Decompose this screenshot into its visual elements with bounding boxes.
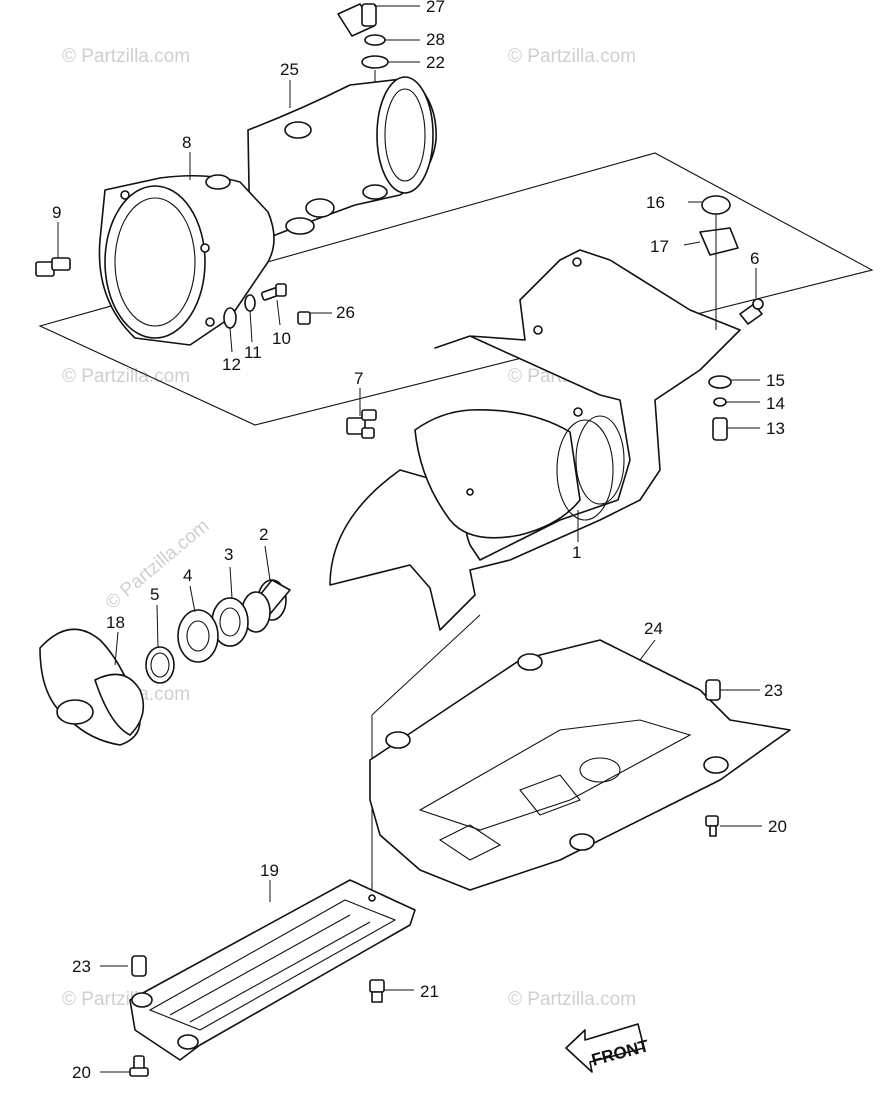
part-23-bolt — [131, 955, 147, 977]
part-20-bolt — [129, 1055, 149, 1077]
part-7-fitting — [346, 409, 377, 439]
part-20-bolt — [705, 815, 719, 837]
part-8-pump-housing — [98, 174, 275, 346]
callout-28: 28 — [426, 30, 445, 49]
callout-24: 24 — [644, 619, 663, 638]
callout-23: 23 — [764, 681, 783, 700]
callout-16: 16 — [646, 193, 665, 212]
callout-12: 12 — [222, 355, 241, 374]
watermark: © Partzilla.com — [62, 366, 190, 387]
part-15-washer — [708, 375, 732, 389]
callout-17: 17 — [650, 237, 669, 256]
callout-4: 4 — [183, 566, 192, 585]
callout-20: 20 — [768, 817, 787, 836]
part-11-washer — [244, 294, 256, 312]
callout-23: 23 — [72, 957, 91, 976]
assembly-plane-outline — [38, 152, 874, 426]
part-6-fitting — [739, 298, 764, 325]
part-16-grommet — [701, 195, 731, 215]
callout-15: 15 — [766, 371, 785, 390]
callout-labels: 27 28 22 25 8 9 26 10 11 12 16 17 6 15 1… — [52, 0, 787, 1082]
callout-11: 11 — [244, 343, 262, 362]
part-2-sleeve — [241, 579, 291, 633]
part-25-nozzle — [247, 76, 437, 246]
callout-3: 3 — [224, 545, 233, 564]
watermark: © Partzilla.com — [62, 46, 190, 67]
callout-10: 10 — [272, 329, 291, 348]
callout-27: 27 — [426, 0, 445, 16]
callout-1: 1 — [572, 543, 581, 562]
callout-20: 20 — [72, 1063, 91, 1082]
part-13-bolt — [712, 417, 728, 441]
part-5-circlip — [145, 646, 175, 684]
part-9-fitting — [35, 257, 71, 277]
part-14-washer — [713, 397, 727, 407]
callout-2: 2 — [259, 525, 268, 544]
part-27-bolt — [337, 3, 377, 37]
callout-5: 5 — [150, 585, 159, 604]
part-28-washer — [364, 34, 386, 46]
front-direction-arrow: FRONT — [565, 1023, 652, 1073]
callout-7: 7 — [354, 369, 363, 388]
part-24-ride-plate — [369, 639, 791, 891]
part-21-bolt — [369, 979, 385, 1003]
callout-22: 22 — [426, 53, 445, 72]
callout-14: 14 — [766, 394, 785, 413]
watermark: © Partzilla.com — [508, 989, 636, 1010]
part-23-bolt — [705, 679, 721, 701]
callout-13: 13 — [766, 419, 785, 438]
callout-9: 9 — [52, 203, 61, 222]
part-4-bearing — [177, 609, 219, 663]
callout-8: 8 — [182, 133, 191, 152]
part-10-bolt — [260, 283, 287, 301]
part-17-bracket — [699, 227, 739, 256]
part-12-washer — [223, 307, 237, 329]
part-22-washer — [361, 55, 389, 69]
part-18-impeller — [39, 628, 145, 746]
callout-6: 6 — [750, 249, 759, 268]
part-1-jet-case — [329, 249, 741, 631]
callout-18: 18 — [106, 613, 125, 632]
callout-25: 25 — [280, 60, 299, 79]
callout-26: 26 — [336, 303, 355, 322]
callout-21: 21 — [420, 982, 439, 1001]
watermark: © Partzilla.com — [508, 46, 636, 67]
part-19-intake-grate — [129, 879, 416, 1061]
part-26-bolt — [297, 311, 311, 325]
callout-19: 19 — [260, 861, 279, 880]
